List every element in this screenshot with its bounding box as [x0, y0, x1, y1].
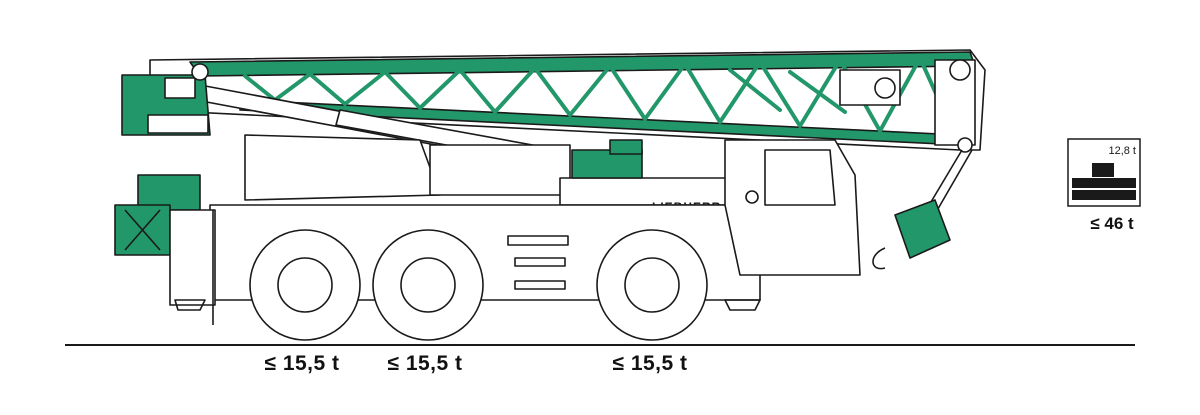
axle-load-1: ≤ 15,5 t — [264, 352, 340, 375]
outrigger-pad-front — [724, 299, 761, 311]
outrigger-pad-rear — [174, 299, 206, 311]
wheel-2 — [372, 229, 484, 341]
wheel-1 — [249, 229, 361, 341]
boom-base — [121, 63, 211, 136]
axle-load-3: ≤ 15,5 t — [612, 352, 688, 375]
axle-load-2: ≤ 15,5 t — [387, 352, 463, 375]
counterweight-total: ≤ 46 t — [1090, 214, 1134, 233]
counterweight-icon: 12,8 t — [1067, 138, 1141, 207]
wheel-3 — [596, 229, 708, 341]
superstructure: LIEBHERR — [244, 134, 741, 214]
rear-outrigger — [114, 204, 216, 325]
hook-block — [872, 149, 973, 270]
counterweight-value: 12,8 t — [1108, 145, 1136, 157]
